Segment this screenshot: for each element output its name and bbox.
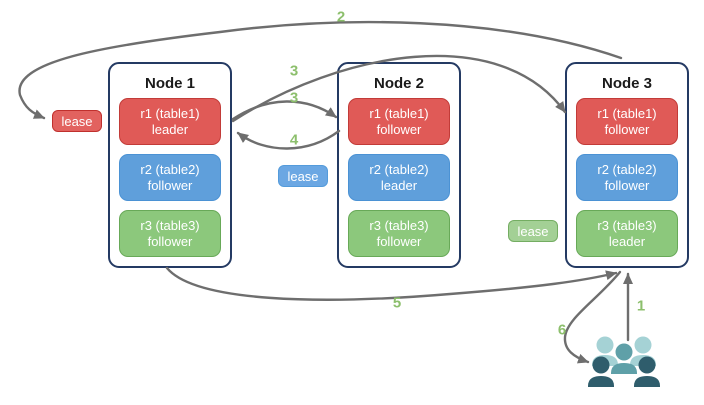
node-3: Node 3 r1 (table1) follower r2 (table2) … bbox=[565, 62, 689, 268]
node-3-replica-r2: r2 (table2) follower bbox=[576, 154, 678, 201]
node-1-title: Node 1 bbox=[144, 75, 195, 92]
replica-role: leader bbox=[608, 233, 646, 249]
replica-name: r3 (table3) bbox=[597, 217, 657, 233]
replica-name: r3 (table3) bbox=[369, 217, 429, 233]
arrow-step-5-node1-to-node3 bbox=[165, 266, 618, 301]
step-label-5: 5 bbox=[392, 294, 402, 312]
replica-name: r2 (table2) bbox=[597, 161, 657, 177]
node-1-replica-r1: r1 (table1) leader bbox=[119, 98, 221, 145]
replica-name: r2 (table2) bbox=[140, 161, 200, 177]
replica-name: r2 (table2) bbox=[369, 161, 429, 177]
node-1-replica-r3: r3 (table3) follower bbox=[119, 210, 221, 257]
replica-name: r1 (table1) bbox=[140, 105, 200, 121]
node-2-replica-r3: r3 (table3) follower bbox=[348, 210, 450, 257]
step-label-3b: 3 bbox=[289, 89, 299, 107]
replica-role: follower bbox=[604, 121, 650, 137]
replica-role: follower bbox=[376, 233, 422, 249]
lease-badge-table2: lease bbox=[278, 165, 328, 187]
node-3-title: Node 3 bbox=[601, 75, 652, 92]
lease-badge-table1: lease bbox=[52, 110, 102, 132]
replica-name: r1 (table1) bbox=[369, 105, 429, 121]
node-1-replica-r2: r2 (table2) follower bbox=[119, 154, 221, 201]
step-label-2: 2 bbox=[336, 8, 346, 26]
step-label-1: 1 bbox=[636, 297, 646, 315]
step-label-4: 4 bbox=[289, 131, 299, 149]
node-2-title: Node 2 bbox=[373, 75, 424, 92]
arrow-step-3-leader-to-node2 bbox=[231, 100, 338, 121]
replica-role: follower bbox=[604, 177, 650, 193]
node-2-replica-r2: r2 (table2) leader bbox=[348, 154, 450, 201]
users-group-icon bbox=[588, 336, 660, 387]
arrow-step-4-node2-to-leader bbox=[236, 129, 341, 150]
step-label-6: 6 bbox=[557, 321, 567, 339]
step-label-3a: 3 bbox=[289, 62, 299, 80]
replica-role: follower bbox=[147, 177, 193, 193]
node-3-replica-r1: r1 (table1) follower bbox=[576, 98, 678, 145]
lease-badge-table3: lease bbox=[508, 220, 558, 242]
node-2: Node 2 r1 (table1) follower r2 (table2) … bbox=[337, 62, 461, 268]
replica-name: r3 (table3) bbox=[140, 217, 200, 233]
replica-name: r1 (table1) bbox=[597, 105, 657, 121]
replica-role: leader bbox=[151, 121, 189, 137]
replica-role: leader bbox=[380, 177, 418, 193]
node-1: Node 1 r1 (table1) leader r2 (table2) fo… bbox=[108, 62, 232, 268]
replica-role: follower bbox=[376, 121, 422, 137]
node-2-replica-r1: r1 (table1) follower bbox=[348, 98, 450, 145]
replica-role: follower bbox=[147, 233, 193, 249]
node-3-replica-r3: r3 (table3) leader bbox=[576, 210, 678, 257]
